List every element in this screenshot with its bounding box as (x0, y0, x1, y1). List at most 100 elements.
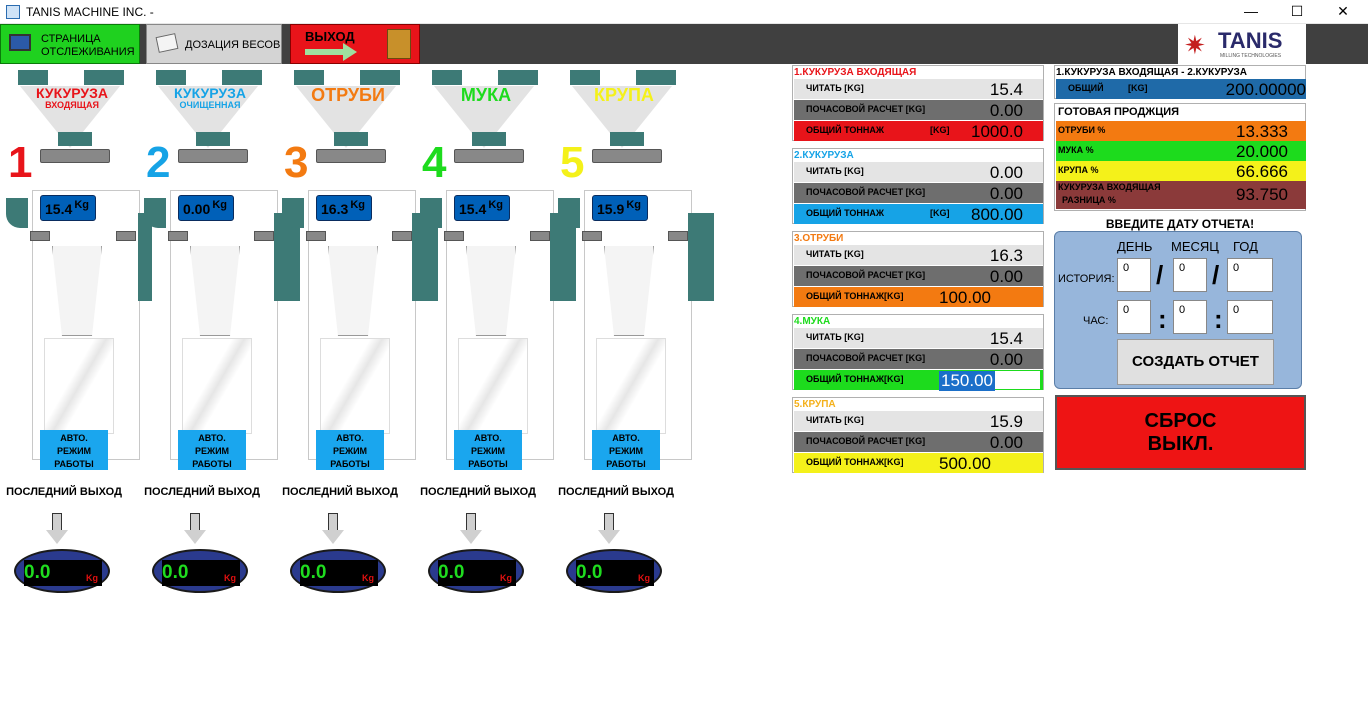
down-arrow-icon (328, 513, 338, 531)
down-arrow-head (460, 530, 482, 544)
auto-line-1: АВТО. (474, 433, 502, 443)
read-row: ЧИТАТЬ [KG] 15.4 (794, 79, 1043, 99)
hourly-row: ПОЧАСОВОЙ РАСЧЕТ [KG] 0.00 (794, 266, 1043, 286)
scale-value: 15.4 (45, 201, 73, 217)
product-data-panel: 1.КУКУРУЗА ВХОДЯЩАЯ ЧИТАТЬ [KG] 15.4 ПОЧ… (792, 65, 1044, 141)
create-report-button[interactable]: СОЗДАТЬ ОТЧЕТ (1117, 339, 1274, 385)
scale-unit: Kg (626, 199, 641, 211)
hopper-inlet-left (156, 70, 186, 85)
hourly-value: 0.00 (989, 101, 1023, 120)
down-arrow-icon (52, 513, 62, 531)
close-button[interactable]: ✕ (1337, 3, 1349, 19)
auto-line-2: РЕЖИМ (56, 446, 92, 456)
diff-label: ОБЩИЙ (1068, 83, 1104, 93)
product-name: МУКА (460, 85, 512, 105)
hour-field-2[interactable]: 0 (1173, 300, 1207, 334)
last-output-label: ПОСЛЕДНИЙ ВЫХОД (144, 486, 260, 498)
auto-mode-indicator: АВТО. РЕЖИМ РАБОТЫ (178, 430, 246, 470)
read-row: ЧИТАТЬ [KG] 15.9 (794, 411, 1043, 431)
total-value[interactable]: 150.00 (939, 371, 995, 391)
tracking-page-button[interactable]: СТРАНИЦА ОТСЛЕЖИВАНИЯ (0, 24, 140, 64)
total-unit: [KG] (930, 125, 950, 135)
history-month-field[interactable]: 0 (1173, 258, 1207, 292)
finished-title: ГОТОВАЯ ПРОДЖЦИЯ (1058, 106, 1180, 118)
weight-dosing-button[interactable]: ДОЗАЦИЯ ВЕСОВ (146, 24, 282, 64)
last-output-value: 0.0 (24, 562, 51, 583)
down-arrow-icon (466, 513, 476, 531)
total-label: ОБЩИЙ ТОННАЖ (806, 208, 884, 218)
auto-line-1: АВТО. (336, 433, 364, 443)
last-output-value: 0.0 (162, 562, 189, 583)
window-title: TANIS MACHINE INC. - (26, 5, 154, 19)
product-column: КРУПА 5 15.9 Kg АВТО. РЕЖИМ РАБОТЫ ПОСЛЕ… (558, 64, 714, 604)
minimize-button[interactable]: — (1244, 3, 1258, 19)
read-row: ЧИТАТЬ [KG] 16.3 (794, 245, 1043, 265)
auto-line-3: РАБОТЫ (330, 459, 370, 469)
history-year-field[interactable]: 0 (1227, 258, 1273, 292)
feeder-valve (592, 149, 662, 163)
hour-field-1[interactable]: 0 (1117, 300, 1151, 334)
total-row: ОБЩИЙ ТОННАЖ[KG] 500.00 (794, 453, 1043, 473)
last-output-display: 0.0 Kg (14, 549, 110, 593)
product-subtitle: ОЧИЩЕННАЯ (179, 100, 241, 110)
hopper-inlet-left (18, 70, 48, 85)
exit-button[interactable]: ВЫХОД (290, 24, 420, 64)
total-input-blank[interactable] (995, 371, 1040, 389)
read-label: ЧИТАТЬ [KG] (806, 415, 864, 425)
scale-display: 16.3 Kg (316, 195, 372, 221)
last-output-label: ПОСЛЕДНИЙ ВЫХОД (420, 486, 536, 498)
scale-display: 15.9 Kg (592, 195, 648, 221)
auto-mode-indicator: АВТО. РЕЖИМ РАБОТЫ (40, 430, 108, 470)
last-output-unit: Kg (500, 573, 512, 583)
last-output-unit: Kg (86, 573, 98, 583)
hourly-label: ПОЧАСОВОЙ РАСЧЕТ [KG] (806, 187, 926, 197)
read-label: ЧИТАТЬ [KG] (806, 166, 864, 176)
clamp-left (30, 231, 50, 241)
clamp-left (168, 231, 188, 241)
reset-off-button[interactable]: СБРОС ВЫКЛ. (1055, 395, 1306, 470)
product-name: КРУПА (594, 85, 654, 105)
hopper-inlet-left (570, 70, 600, 85)
column-number: 5 (560, 138, 585, 187)
down-arrow-head (46, 530, 68, 544)
diff-title: 1.КУКУРУЗА ВХОДЯЩАЯ - 2.КУКУРУЗА (1056, 67, 1247, 78)
last-output-display: 0.0 Kg (152, 549, 248, 593)
hour-label: ЧАС: (1083, 315, 1109, 327)
month-label: МЕСЯЦ (1171, 239, 1219, 254)
time-sep-2: : (1214, 304, 1223, 334)
panel-title: 2.КУКУРУЗА (794, 150, 854, 161)
read-label: ЧИТАТЬ [KG] (806, 249, 864, 259)
finished-label: МУКА % (1058, 145, 1094, 155)
product-data-panel: 2.КУКУРУЗА ЧИТАТЬ [KG] 0.00 ПОЧАСОВОЙ РА… (792, 148, 1044, 224)
auto-line-3: РАБОТЫ (192, 459, 232, 469)
last-output-label: ПОСЛЕДНИЙ ВЫХОД (6, 486, 122, 498)
column-number: 1 (8, 138, 33, 187)
maximize-button[interactable]: ☐ (1290, 3, 1304, 19)
hopper-inlet-right (360, 70, 400, 85)
product-column: ОТРУБИ 3 16.3 Kg АВТО. РЕЖИМ РАБОТЫ ПОСЛ… (282, 64, 438, 604)
finished-value: 20.000 (1236, 142, 1288, 161)
last-output-display: 0.0 Kg (290, 549, 386, 593)
last-output-screen (24, 560, 102, 586)
document-icon (155, 33, 179, 53)
auto-mode-indicator: АВТО. РЕЖИМ РАБОТЫ (454, 430, 522, 470)
clamp-left (582, 231, 602, 241)
history-day-field[interactable]: 0 (1117, 258, 1151, 292)
product-column: КУКУРУЗА ОЧИЩЕННАЯ 2 0.00 Kg АВТО. РЕЖИМ… (144, 64, 300, 604)
product-name: КУКУРУЗА (36, 85, 108, 101)
hopper-neck (472, 132, 506, 146)
product-name: КУКУРУЗА (174, 85, 246, 101)
finished-label: ОТРУБИ % (1058, 125, 1106, 135)
read-value: 0.00 (989, 163, 1023, 182)
hour-field-3[interactable]: 0 (1227, 300, 1273, 334)
total-label: ОБЩИЙ ТОННАЖ[KG] (806, 374, 904, 384)
hourly-value: 0.00 (989, 350, 1023, 369)
hourly-label: ПОЧАСОВОЙ РАСЧЕТ [KG] (806, 270, 926, 280)
discharge-chute (182, 338, 252, 434)
product-data-panel: 5.КРУПА ЧИТАТЬ [KG] 15.9 ПОЧАСОВОЙ РАСЧЕ… (792, 397, 1044, 473)
tanis-logo: ✷ TANIS MILLING TECHNOLOGIES (1178, 24, 1306, 64)
total-value: 100.00 (939, 288, 991, 307)
total-row: ОБЩИЙ ТОННАЖ [KG] 1000.0 (794, 121, 1043, 141)
last-output-value: 0.0 (300, 562, 327, 583)
